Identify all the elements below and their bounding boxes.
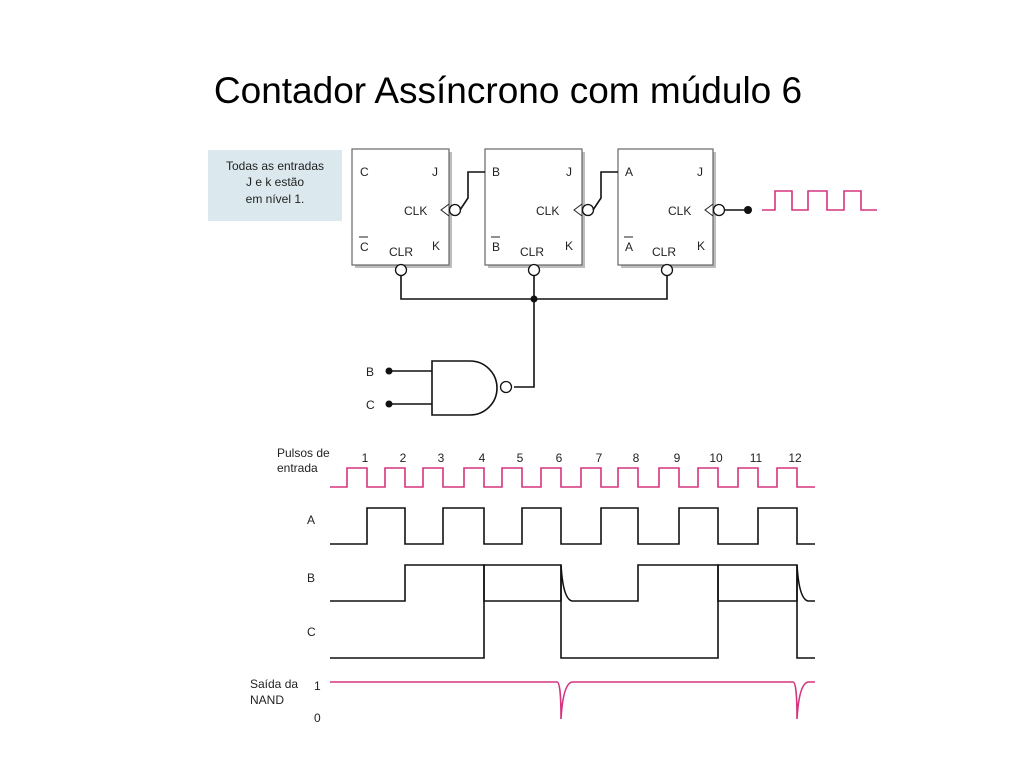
nand-input-b-label: B [366, 365, 374, 379]
nand-label-1: Saída da [250, 677, 298, 691]
note-line-1: Todas as entradas [226, 159, 324, 173]
pulse-number: 10 [709, 451, 723, 465]
nand-output-bubble [499, 380, 513, 394]
wire-nand-to-clr [514, 299, 535, 388]
ff-b-k-label: K [565, 239, 573, 253]
ff-b-clk-label: CLK [536, 204, 559, 218]
wire-a-to-b-clk [592, 171, 618, 211]
ff-c-q-label: C [360, 165, 369, 179]
ff-a-clr-bubble [660, 263, 674, 277]
pulse-number: 6 [556, 451, 563, 465]
ff-c-clr-label: CLR [389, 245, 413, 259]
ff-a-qbar-label: A [625, 240, 633, 254]
pulse-number: 4 [479, 451, 486, 465]
ff-c-clk-bubble [448, 203, 462, 217]
signal-c-waveform [330, 564, 815, 659]
flipflop-a: A J CLK A K CLR [617, 148, 726, 277]
pulse-number: 11 [750, 451, 763, 465]
ff-b-clr-label: CLR [520, 245, 544, 259]
note-line-2: J e k estão [246, 175, 304, 189]
flipflop-b: B J CLK B K CLR [484, 148, 595, 277]
pulse-number: 3 [438, 451, 445, 465]
ff-c-clr-bubble [394, 263, 408, 277]
nand-label-2: NAND [250, 693, 284, 707]
ff-c-k-label: K [432, 239, 440, 253]
pulse-number: 12 [788, 451, 802, 465]
ff-b-j-label: J [566, 165, 572, 179]
clock-input-symbol [762, 190, 877, 211]
ff-b-clr-bubble [527, 263, 541, 277]
wire-b-to-c-clk [459, 171, 485, 211]
pulse-number: 1 [362, 451, 369, 465]
pulse-number: 5 [517, 451, 524, 465]
signal-a-label: A [307, 513, 315, 527]
flipflop-c: C J CLK C K CLR [351, 148, 462, 277]
ff-a-clk-bubble [712, 203, 726, 217]
ff-c-j-label: J [432, 165, 438, 179]
ff-a-clr-label: CLR [652, 245, 676, 259]
signal-b-label: B [307, 571, 315, 585]
ff-c-clk-label: CLK [404, 204, 427, 218]
ff-b-qbar-label: B [492, 240, 500, 254]
pulse-number: 2 [400, 451, 407, 465]
pulse-number: 8 [633, 451, 640, 465]
signal-c-label: C [307, 625, 316, 639]
pulse-number: 9 [674, 451, 681, 465]
page-title: Contador Assíncrono com múdulo 6 [213, 70, 803, 111]
note-background [208, 150, 342, 221]
ff-a-clk-label: CLK [668, 204, 691, 218]
nand-level-high: 1 [314, 679, 321, 693]
clock-waveform [330, 467, 815, 488]
nand-output-waveform [330, 681, 815, 720]
nand-input-c-node [385, 400, 393, 408]
pulse-number: 7 [596, 451, 603, 465]
nand-gate [431, 360, 513, 416]
signal-a-waveform [330, 507, 815, 545]
note-line-3: em nível 1. [246, 192, 305, 206]
ff-a-k-label: K [697, 239, 705, 253]
nand-level-low: 0 [314, 711, 321, 725]
ff-b-clk-bubble [581, 203, 595, 217]
nand-input-c-label: C [366, 398, 375, 412]
pulses-label-2: entrada [277, 461, 318, 475]
ff-a-q-label: A [625, 165, 633, 179]
ff-c-qbar-label: C [360, 240, 369, 254]
pulses-label-1: Pulsos de [277, 446, 330, 460]
ff-b-q-label: B [492, 165, 500, 179]
note-box: Todas as entradas J e k estão em nível 1… [208, 150, 342, 221]
ff-a-j-label: J [697, 165, 703, 179]
signal-b-waveform [330, 564, 815, 602]
nand-input-b-node [385, 367, 393, 375]
clock-input-node [744, 206, 752, 214]
